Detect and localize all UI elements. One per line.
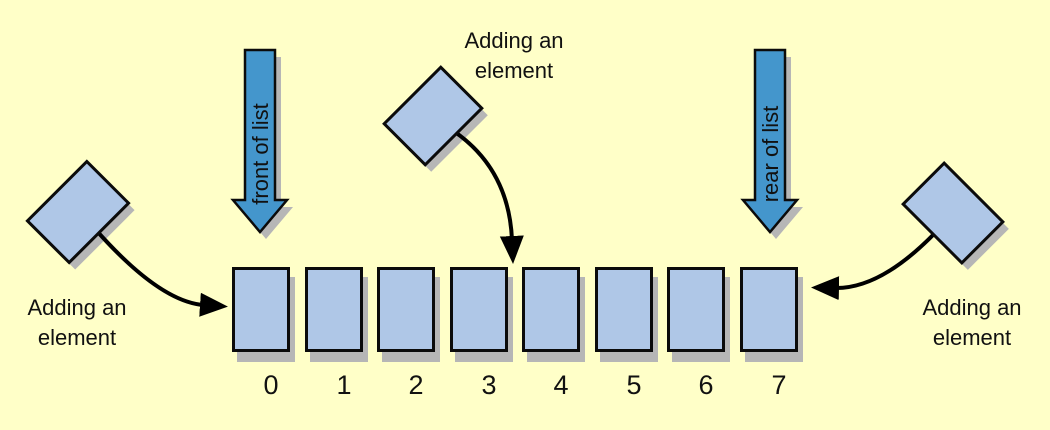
insert-arrow-left [94, 228, 228, 317]
new-element-diamond-right [901, 161, 1005, 265]
rear-of-list-label: rear of list [758, 106, 783, 203]
adding-element-label-right: Adding an element [922, 295, 1022, 350]
insert-arrow-right [811, 232, 936, 301]
front-of-list-label: front of list [248, 103, 273, 204]
front-of-list-arrow [230, 48, 290, 234]
rear-of-list-arrow [740, 48, 800, 234]
array-cell [305, 267, 363, 352]
array-index-label: 0 [263, 370, 279, 400]
array-cell [450, 267, 508, 352]
array-index-label: 6 [698, 370, 714, 400]
array-index-label: 7 [771, 370, 787, 400]
new-element-diamond-left [25, 159, 131, 265]
array-cell [232, 267, 290, 352]
array-cell [667, 267, 725, 352]
array-cell [377, 267, 435, 352]
new-element-diamond-middle [382, 65, 484, 167]
adding-element-label-top: Adding an element [464, 28, 564, 83]
array-index-label: 5 [626, 370, 642, 400]
array-cell [740, 267, 798, 352]
adding-element-label-left: Adding an element [27, 295, 127, 350]
array-index-label: 1 [336, 370, 352, 400]
array-index-label: 2 [408, 370, 424, 400]
array-index-label: 3 [481, 370, 497, 400]
array-cell [595, 267, 653, 352]
insert-arrow-middle [453, 130, 524, 264]
array-cell [522, 267, 580, 352]
array-index-label: 4 [553, 370, 569, 400]
